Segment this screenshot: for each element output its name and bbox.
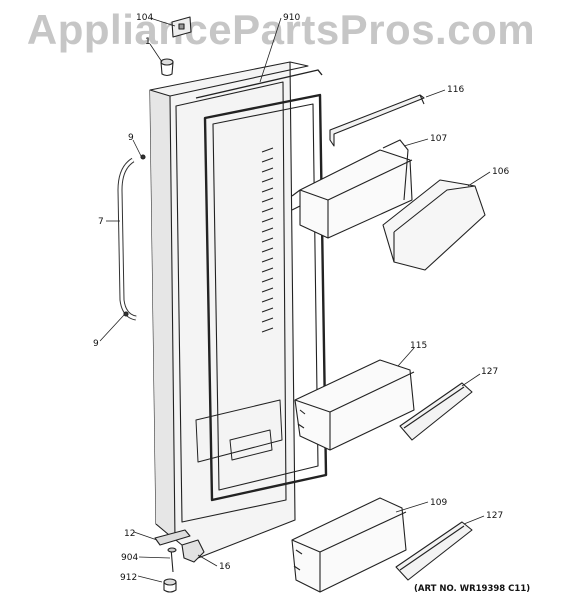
callout-910: 910 <box>283 13 300 23</box>
shelf-rail <box>329 94 425 147</box>
callout-127-upper: 127 <box>481 367 498 377</box>
door-body <box>149 61 309 559</box>
callout-912: 912 <box>120 573 137 583</box>
door-bin-upper <box>291 139 413 239</box>
callout-106: 106 <box>492 167 509 177</box>
bin-front-upper <box>399 382 473 441</box>
door-gasket <box>195 69 328 502</box>
callout-9-upper: 9 <box>128 133 134 143</box>
hinge-bracket <box>154 529 191 546</box>
liner-ribs <box>195 147 283 463</box>
callout-104: 104 <box>136 13 153 23</box>
callout-116: 116 <box>447 85 464 95</box>
door-bin-lower <box>291 497 407 593</box>
callout-107: 107 <box>430 134 447 144</box>
hinge-cap <box>163 578 177 593</box>
callout-9-lower: 9 <box>93 339 99 349</box>
callout-16: 16 <box>219 562 231 572</box>
callout-115: 115 <box>410 341 427 351</box>
callout-127-lower: 127 <box>486 511 503 521</box>
door-bin-middle <box>294 359 415 451</box>
art-number: (ART NO. WR19398 C11) <box>414 584 530 594</box>
bin-front-lower <box>395 521 473 581</box>
callout-904: 904 <box>121 553 138 563</box>
hinge-pin <box>167 547 177 573</box>
hinge-bushing <box>160 58 174 77</box>
callout-7: 7 <box>98 217 104 227</box>
door-handle <box>117 154 146 321</box>
callout-109: 109 <box>430 498 447 508</box>
hinge-plate <box>171 16 192 38</box>
callout-12: 12 <box>124 529 135 539</box>
callout-1: 1 <box>145 37 151 47</box>
leader-lines <box>99 17 491 583</box>
door-stop <box>181 539 205 563</box>
watermark: AppliancePartsPros.com <box>26 6 536 53</box>
dairy-compartment <box>382 179 486 271</box>
